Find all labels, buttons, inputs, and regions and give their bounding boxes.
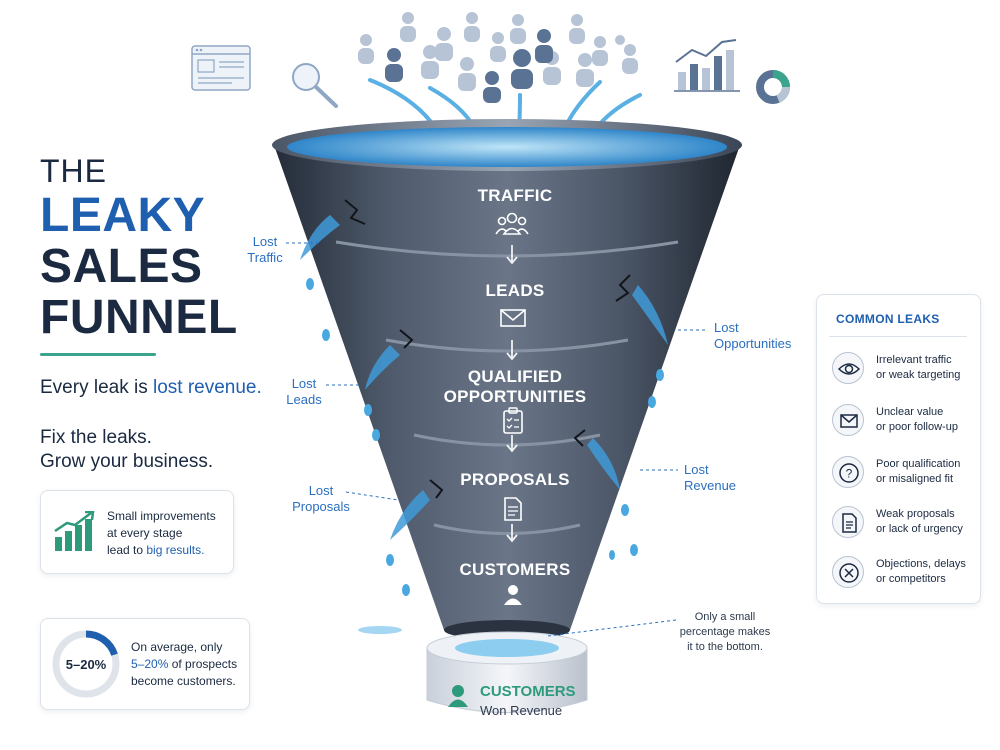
tagline-line-3: Grow your business.: [40, 451, 214, 472]
donut-chart-icon: [756, 70, 790, 104]
stat-card: 5–20% On average, only 5–20% of prospect…: [40, 618, 250, 710]
stat-line2-suffix: of prospects: [168, 657, 238, 671]
leak-label-revenue-line1: Lost: [684, 462, 709, 477]
stat-donut-arc: [85, 630, 118, 657]
clipboard-icon: [503, 407, 523, 434]
pedestal-subtitle: Won Revenue: [480, 703, 563, 718]
customer-avatar-icon: [448, 685, 468, 707]
leak-label-leads-line2: Leads: [286, 392, 322, 407]
leak-label-proposals-line2: Proposals: [292, 499, 350, 514]
tagline-line-2: Fix the leaks.: [40, 427, 152, 448]
leak-item-5-line2: or competitors: [876, 573, 946, 585]
stat-donut: 5–20%: [52, 630, 120, 698]
leak-item-1-line1: Irrelevant traffic: [876, 354, 952, 366]
leak-label-traffic-line2: Traffic: [247, 250, 283, 265]
stat-line2: 5–20% of prospects: [131, 656, 246, 673]
bottom-note: Only a small percentage makes it to the …: [670, 610, 780, 655]
improvement-text: Small improvements at every stage lead t…: [107, 508, 232, 559]
common-leaks-panel: [816, 294, 981, 604]
leak-item-3-line1: Poor qualification: [876, 458, 961, 470]
stage-qualified-label: QUALIFIED OPPORTUNITIES: [425, 367, 605, 407]
magnifier-icon: [292, 63, 338, 108]
title-line-3: SALES: [40, 240, 203, 293]
envelope-icon: [832, 404, 864, 436]
stage-customers-label: CUSTOMERS: [459, 560, 571, 579]
leak-item-1: Irrelevant traffic or weak targeting: [876, 353, 960, 383]
leak-label-revenue: Lost Revenue: [678, 462, 738, 494]
stage-qualified-line1: QUALIFIED: [467, 367, 563, 386]
leak-label-revenue-line2: Revenue: [684, 478, 737, 493]
leak-label-traffic-line1: Lost: [252, 234, 278, 249]
improvement-line3-highlight: big results.: [146, 543, 205, 557]
title-divider: [40, 353, 156, 356]
growth-chart-icon: [674, 39, 740, 92]
stage-leads-label: LEADS: [485, 281, 545, 300]
leak-label-proposals-line1: Lost: [308, 483, 334, 498]
tagline-part1: Every leak is: [40, 377, 153, 398]
leak-item-2: Unclear value or poor follow-up: [876, 405, 958, 435]
tagline-line-1: Every leak is lost revenue.: [40, 376, 262, 400]
stat-line3: become customers.: [131, 674, 236, 688]
crowd-icon: [358, 12, 638, 103]
improvement-line2: at every stage: [107, 526, 183, 540]
leak-label-leads-line1: Lost: [291, 376, 317, 391]
leak-item-4: Weak proposals or lack of urgency: [876, 507, 963, 537]
top-decoration-graphics: [191, 12, 790, 140]
improvement-line1: Small improvements: [107, 509, 216, 523]
title-line-2: LEAKY: [40, 189, 206, 242]
leak-label-traffic: Lost Traffic: [240, 234, 290, 266]
title-line-4: FUNNEL: [40, 291, 238, 344]
bottom-note-line1: Only a small: [694, 611, 756, 623]
stat-line2-highlight: 5–20%: [131, 657, 169, 671]
improvement-line3: lead to big results.: [107, 542, 232, 559]
document-icon: [832, 506, 864, 538]
stage-qualified-line2: OPPORTUNITIES: [443, 387, 587, 406]
leak-item-5-line1: Objections, delays: [876, 558, 966, 570]
leak-label-opportunities-line1: Lost: [714, 320, 739, 335]
svg-text:?: ?: [846, 467, 853, 481]
leak-item-3: Poor qualification or misaligned fit: [876, 457, 960, 487]
person-icon: [504, 585, 522, 605]
leak-item-3-line2: or misaligned fit: [876, 473, 954, 485]
stat-line1: On average, only: [131, 640, 223, 654]
leak-label-proposals: Lost Proposals: [286, 483, 356, 515]
improvement-card: Small improvements at every stage lead t…: [40, 490, 234, 574]
eye-icon: [832, 352, 864, 384]
funnel-graphic: [272, 119, 742, 713]
stat-text: On average, only 5–20% of prospects beco…: [131, 639, 246, 690]
question-icon: ?: [832, 456, 864, 488]
stage-proposals-label: PROPOSALS: [460, 470, 570, 489]
improvement-line3-prefix: lead to: [107, 543, 147, 557]
leak-label-opportunities: Lost Opportunities: [706, 320, 796, 352]
bottom-note-line3: it to the bottom.: [687, 641, 763, 653]
pedestal-title: CUSTOMERS: [480, 683, 576, 700]
title-line-1: THE: [40, 153, 107, 189]
stat-donut-value: 5–20%: [66, 657, 107, 672]
document-icon: [504, 497, 522, 521]
envelope-icon: [500, 309, 526, 327]
leak-item-2-line2: or poor follow-up: [876, 421, 958, 433]
x-circle-icon: [832, 556, 864, 588]
browser-window-icon: [191, 45, 251, 91]
common-leaks-divider: [829, 336, 967, 337]
leak-item-4-line2: or lack of urgency: [876, 523, 963, 535]
leak-item-2-line1: Unclear value: [876, 406, 944, 418]
bottom-note-line2: percentage makes: [679, 626, 771, 638]
stage-traffic-label: TRAFFIC: [477, 186, 553, 205]
tagline-highlight: lost revenue.: [152, 377, 262, 398]
leak-label-leads: Lost Leads: [280, 376, 328, 408]
leak-item-1-line2: or weak targeting: [876, 369, 961, 381]
growth-bars-icon: [54, 511, 95, 551]
common-leaks-heading: COMMON LEAKS: [836, 312, 940, 326]
leak-item-5: Objections, delays or competitors: [876, 557, 966, 587]
people-icon: [495, 212, 529, 235]
leak-item-4-line1: Weak proposals: [876, 508, 955, 520]
leak-label-opportunities-line2: Opportunities: [714, 336, 792, 351]
